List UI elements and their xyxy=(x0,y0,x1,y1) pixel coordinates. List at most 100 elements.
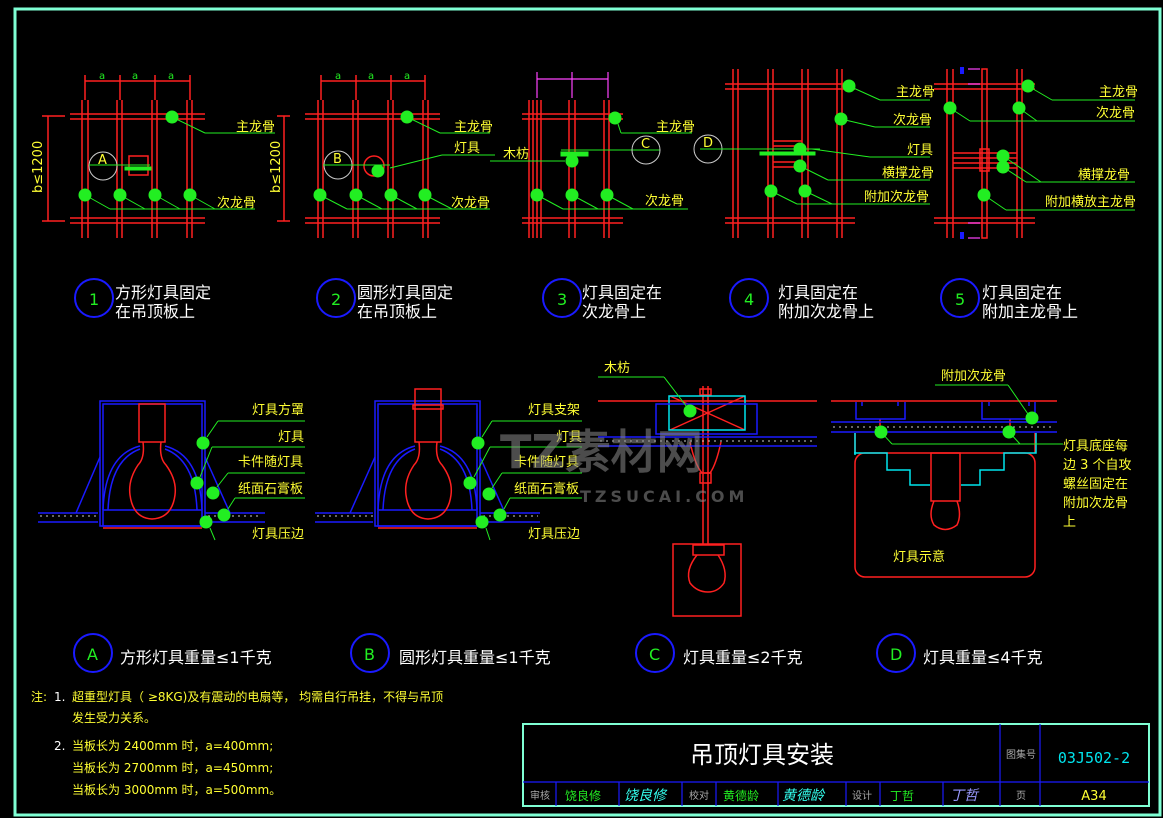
label-fixture: 灯具 xyxy=(454,141,480,156)
svg-text:当板长为 2400mm 时，a=400mm;: 当板长为 2400mm 时，a=400mm; xyxy=(72,739,273,753)
callout-letter: C xyxy=(641,137,650,152)
caption-C: C 灯具重量≤2千克 xyxy=(635,633,803,673)
svg-text:纸面石膏板: 纸面石膏板 xyxy=(514,481,579,497)
watermark-cn: TZ素材网 xyxy=(500,425,703,479)
designer-signature: 丁哲 xyxy=(950,788,980,804)
atlas-label: 图集号 xyxy=(1006,748,1036,761)
label-secondary-keel: 次龙骨 xyxy=(217,195,256,211)
svg-text:次龙骨上: 次龙骨上 xyxy=(582,302,646,321)
svg-text:2.: 2. xyxy=(54,739,65,753)
svg-text:在吊顶板上: 在吊顶板上 xyxy=(115,302,195,321)
svg-text:灯具支架: 灯具支架 xyxy=(528,403,580,418)
callout-letter: D xyxy=(703,136,713,151)
leader-dot xyxy=(608,111,622,125)
label-fixture: 灯具 xyxy=(907,143,933,158)
label-secondary-keel: 次龙骨 xyxy=(893,112,932,128)
svg-text:灯具固定在: 灯具固定在 xyxy=(982,283,1062,302)
svg-text:纸面石膏板: 纸面石膏板 xyxy=(238,481,303,497)
svg-text:灯具压边: 灯具压边 xyxy=(528,527,580,542)
label-extra-main-keel: 附加横放主龙骨 xyxy=(1045,195,1136,210)
label-timber: 木枋 xyxy=(503,146,529,162)
svg-text:A: A xyxy=(87,645,98,664)
reviewer-name: 饶良修 xyxy=(565,788,601,803)
label-main-keel: 主龙骨 xyxy=(656,120,695,135)
detail-A-section: 灯具方罩 灯具 卡件随灯具 纸面石膏板 灯具压边 xyxy=(38,400,305,542)
dim-a: a xyxy=(404,71,410,82)
svg-text:超重型灯具（ ≥8KG)及有震动的电扇等，: 超重型灯具（ ≥8KG)及有震动的电扇等， 均需自行吊挂，不得与吊顶 xyxy=(72,689,443,704)
svg-text:1.: 1. xyxy=(54,690,65,704)
title-block: 吊顶灯具安装 图集号 03J502-2 审核 饶良修 饶良修 校对 黄德龄 黄德… xyxy=(522,723,1150,807)
dim-a: a xyxy=(132,71,138,82)
detail-3-plan: C 木枋 主龙骨 次龙骨 xyxy=(490,72,695,238)
height-dim: b≤1200 xyxy=(269,141,284,193)
label-cross-keel: 横撑龙骨 xyxy=(1078,168,1130,183)
label-main-keel: 主龙骨 xyxy=(236,120,275,135)
label-main-keel: 主龙骨 xyxy=(1099,85,1138,100)
svg-text:5: 5 xyxy=(955,290,965,309)
watermark: TZ素材网 TZSUCAI.COM xyxy=(500,425,744,506)
svg-text:D: D xyxy=(890,645,902,664)
svg-text:灯具示意: 灯具示意 xyxy=(893,549,945,565)
dim-a: a xyxy=(368,71,374,82)
svg-text:灯具固定在: 灯具固定在 xyxy=(778,283,858,302)
svg-text:3: 3 xyxy=(557,290,567,309)
dim-a: a xyxy=(335,71,341,82)
caption-3: 3 灯具固定在 次龙骨上 xyxy=(542,278,662,321)
dim-a: a xyxy=(99,71,105,82)
detail-2-plan: B a a a b≤1200 主龙骨 灯具 次龙骨 xyxy=(269,71,495,238)
svg-text:灯具重量≤4千克: 灯具重量≤4千克 xyxy=(923,648,1043,667)
label-main-keel: 主龙骨 xyxy=(454,120,493,135)
svg-text:发生受力关系。: 发生受力关系。 xyxy=(72,710,156,725)
leader-dot xyxy=(565,154,579,168)
detail-5-plan: 主龙骨 次龙骨 横撑龙骨 附加横放主龙骨 xyxy=(934,67,1138,239)
svg-text:当板长为 3000mm 时，a=500mm。: 当板长为 3000mm 时，a=500mm。 xyxy=(72,783,281,797)
detail-D-section: 附加次龙骨 灯具示意 灯具底座每 边 3 个自攻 螺丝固定在 附加次龙骨 上 xyxy=(831,368,1132,578)
svg-text:灯具压边: 灯具压边 xyxy=(252,527,304,542)
svg-text:灯具重量≤2千克: 灯具重量≤2千克 xyxy=(683,648,803,667)
svg-text:卡件随灯具: 卡件随灯具 xyxy=(514,455,579,470)
detail-C-section: 木枋 xyxy=(598,360,817,617)
svg-text:上: 上 xyxy=(1063,515,1076,530)
svg-text:4: 4 xyxy=(744,290,754,309)
svg-text:附加次龙骨上: 附加次龙骨上 xyxy=(778,302,874,321)
label-secondary-keel: 次龙骨 xyxy=(645,193,684,209)
caption-2: 2 圆形灯具固定 在吊顶板上 xyxy=(316,278,453,321)
drawing-frame xyxy=(13,7,1162,817)
detail-B-section: 灯具支架 灯具 卡件随灯具 纸面石膏板 灯具压边 xyxy=(315,388,582,542)
designer-name: 丁哲 xyxy=(890,789,914,803)
svg-text:附加主龙骨上: 附加主龙骨上 xyxy=(982,302,1078,321)
svg-text:设计: 设计 xyxy=(852,789,872,802)
svg-text:灯具: 灯具 xyxy=(278,430,304,445)
caption-5: 5 灯具固定在 附加主龙骨上 xyxy=(940,278,1078,321)
page-number: A34 xyxy=(1081,789,1106,804)
svg-text:1: 1 xyxy=(89,290,99,309)
label-main-keel: 主龙骨 xyxy=(896,85,935,100)
caption-1: 1 方形灯具固定 在吊顶板上 xyxy=(74,278,211,321)
checker-signature: 黄德龄 xyxy=(782,788,826,804)
svg-text:卡件随灯具: 卡件随灯具 xyxy=(238,455,303,470)
svg-text:在吊顶板上: 在吊顶板上 xyxy=(357,302,437,321)
svg-text:方形灯具固定: 方形灯具固定 xyxy=(115,283,211,302)
leader-dot xyxy=(371,164,385,178)
svg-text:木枋: 木枋 xyxy=(604,360,630,376)
notes: 注: 1. 超重型灯具（ ≥8KG)及有震动的电扇等， 均需自行吊挂，不得与吊顶… xyxy=(31,689,443,797)
svg-text:灯具固定在: 灯具固定在 xyxy=(582,283,662,302)
svg-text:2: 2 xyxy=(331,290,341,309)
svg-text:边 3 个自攻: 边 3 个自攻 xyxy=(1063,458,1132,473)
caption-B: B 圆形灯具重量≤1千克 xyxy=(350,633,551,673)
svg-text:螺丝固定在: 螺丝固定在 xyxy=(1063,477,1128,492)
callout-letter: A xyxy=(98,153,107,168)
svg-text:附加次龙骨: 附加次龙骨 xyxy=(941,368,1006,384)
detail-4-plan: D 主龙骨 次龙骨 灯具 横撑龙骨 附加次龙骨 xyxy=(693,69,935,238)
svg-text:方形灯具重量≤1千克: 方形灯具重量≤1千克 xyxy=(120,648,272,667)
svg-text:校对: 校对 xyxy=(689,789,709,802)
svg-text:附加次龙骨: 附加次龙骨 xyxy=(1063,495,1128,511)
svg-text:当板长为 2700mm 时，a=450mm;: 当板长为 2700mm 时，a=450mm; xyxy=(72,761,273,775)
detail-1-plan: A a a a b≤1200 主龙骨 次龙骨 xyxy=(31,71,290,238)
height-dim: b≤1200 xyxy=(31,141,46,193)
leader-dot xyxy=(793,142,807,156)
callout-letter: B xyxy=(333,152,342,167)
svg-text:C: C xyxy=(649,645,660,664)
svg-text:灯具底座每: 灯具底座每 xyxy=(1063,438,1128,454)
svg-text:审核: 审核 xyxy=(530,789,550,802)
